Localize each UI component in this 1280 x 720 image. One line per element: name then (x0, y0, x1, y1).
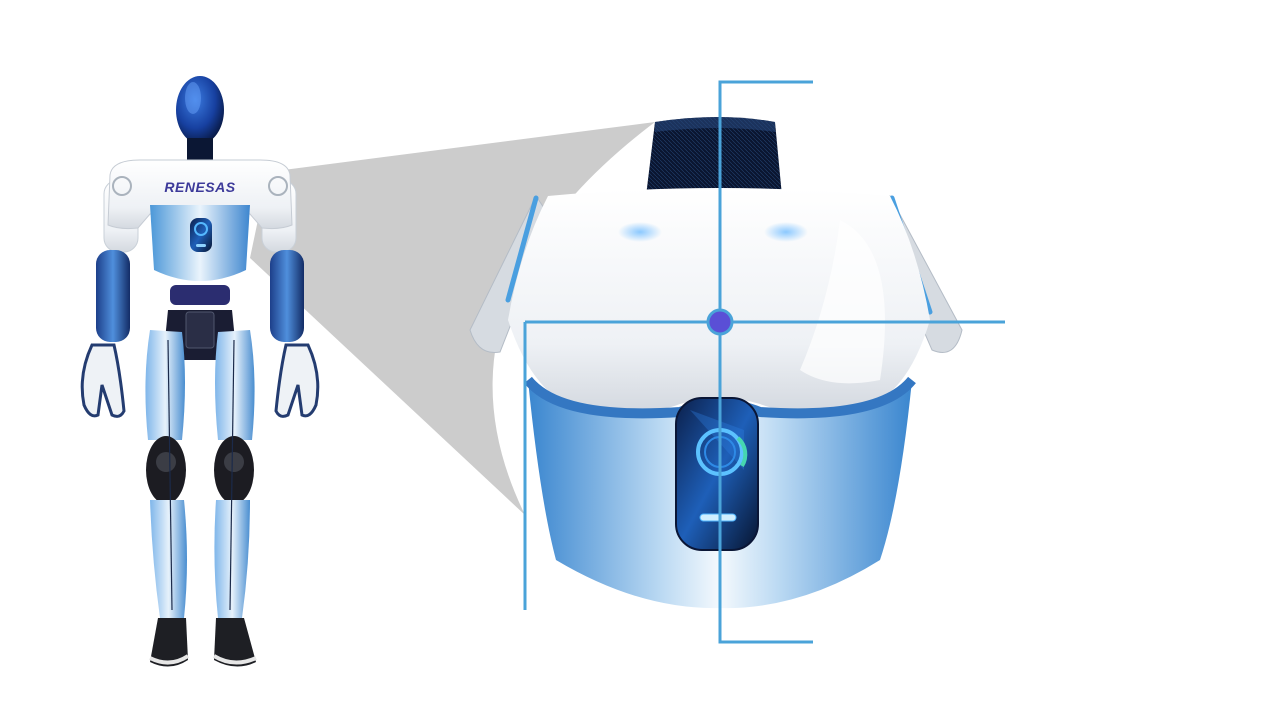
power-ring-icon (194, 222, 208, 236)
crosshair-bottom-bracket (718, 322, 813, 644)
zoom-cone (250, 122, 655, 515)
status-light-bar (699, 513, 737, 522)
right-forearm (270, 250, 304, 342)
crosshair-dot-icon (706, 308, 734, 336)
left-thigh (145, 330, 185, 440)
left-forearm (96, 250, 130, 342)
crosshair-top-bracket (718, 80, 813, 322)
right-shin (214, 500, 250, 618)
left-shin (150, 500, 187, 618)
brand-logo: RENESAS (164, 179, 235, 195)
left-hand (80, 343, 126, 418)
robot-head (176, 76, 224, 144)
left-foot (150, 618, 188, 667)
robot-neck (187, 138, 213, 162)
closeup-neck (646, 117, 782, 196)
right-thigh (215, 330, 255, 440)
crosshair (523, 80, 1005, 644)
right-foot (214, 618, 256, 667)
right-hand (274, 343, 320, 418)
robot-figure: RENESAS (80, 76, 320, 667)
